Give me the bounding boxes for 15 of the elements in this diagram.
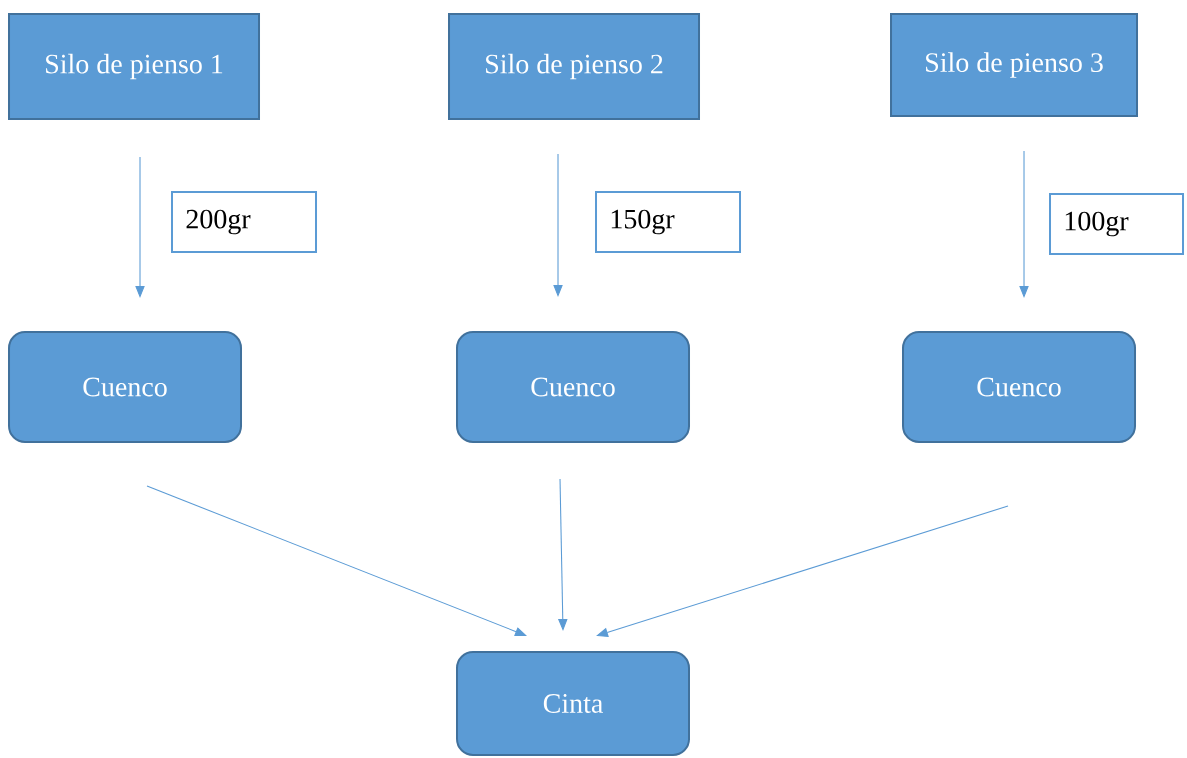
- arrow: [146, 485, 527, 637]
- quantity-box: 200gr: [171, 191, 317, 253]
- silo-box: Silo de pienso 2: [448, 13, 700, 120]
- arrow: [1019, 150, 1029, 298]
- silo-box: Silo de pienso 3: [890, 13, 1138, 117]
- arrow: [596, 505, 1009, 637]
- silo-box: Silo de pienso 1: [8, 13, 260, 120]
- process-box: Cuenco: [902, 331, 1136, 443]
- quantity-box: 100gr: [1049, 193, 1184, 255]
- process-box: Cinta: [456, 651, 690, 756]
- process-box: Cuenco: [456, 331, 690, 443]
- quantity-box: 150gr: [595, 191, 741, 253]
- process-box: Cuenco: [8, 331, 242, 443]
- arrow: [135, 156, 145, 298]
- arrow: [553, 153, 563, 297]
